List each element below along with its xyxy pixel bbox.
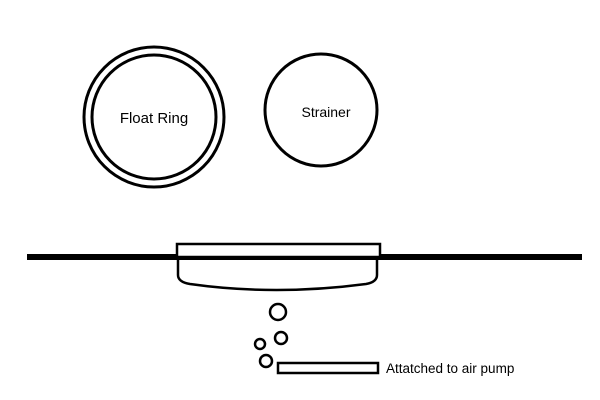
- strainer: Strainer: [263, 52, 379, 168]
- float-ring-outer-circle: [82, 45, 226, 189]
- air-tube: [276, 361, 380, 375]
- strainer-circle: [263, 52, 379, 168]
- float-ring-top-plate: [175, 242, 382, 259]
- air-bubble: [253, 337, 267, 351]
- float-ring-label: Float Ring: [120, 110, 188, 127]
- air-bubble: [273, 330, 289, 346]
- air-bubble: [268, 302, 288, 322]
- strainer-bowl: [176, 260, 379, 292]
- float-ring: Float Ring: [82, 45, 226, 189]
- float-ring-inner-circle: [90, 53, 218, 181]
- floating-strainer-side-view: [175, 242, 382, 292]
- air-bubble: [258, 353, 274, 369]
- air-pump-label: Attatched to air pump: [386, 361, 514, 376]
- strainer-label: Strainer: [301, 104, 350, 120]
- air-bubbles: [253, 302, 289, 369]
